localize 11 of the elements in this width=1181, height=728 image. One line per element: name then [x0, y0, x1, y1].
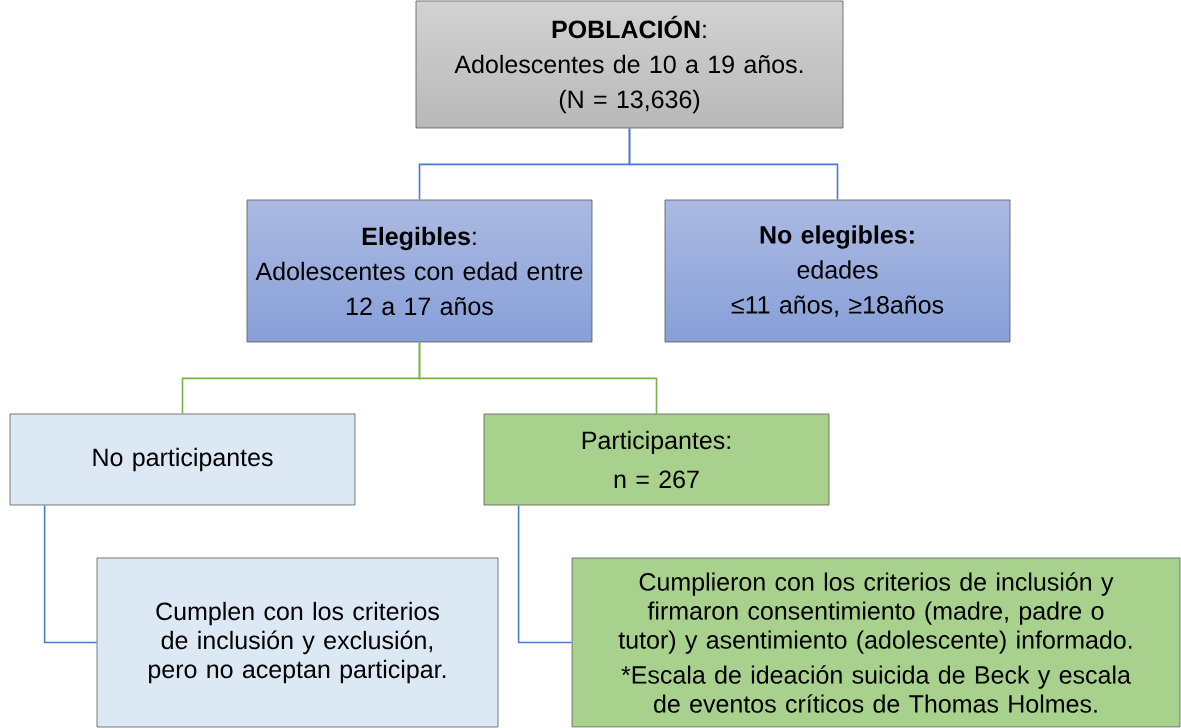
connector-line: [418, 341, 658, 415]
connector-line: [628, 127, 839, 201]
population-box: POBLACIÓN: Adolescentes de 10 a 19 años. (N = 13,636): [415, 0, 844, 129]
note-box: Cumplen con los criterios de inclusión y exclusión, pero no aceptan participar.: [96, 557, 499, 728]
note-box: Cumplieron con los criterios de inclusión y firmaron consentimiento (madre, padre o tutor) y asentimiento (adolescente) informado. *Escala de ideación suicida de Beck y escala de eventos críticos de Thomas Holmes.: [571, 557, 1181, 728]
participants-box: Participantes: n = 267: [483, 413, 830, 506]
non-participants-box: No participantes: [9, 413, 356, 506]
eligible-box: Elegibles: Adolescentes con edad entre 12 a 17 años: [246, 199, 593, 343]
connector-line: [43, 504, 98, 644]
not-eligible-box: No elegibles: edades ≤11 años, ≥18años: [664, 199, 1011, 343]
connector-line: [517, 504, 573, 644]
